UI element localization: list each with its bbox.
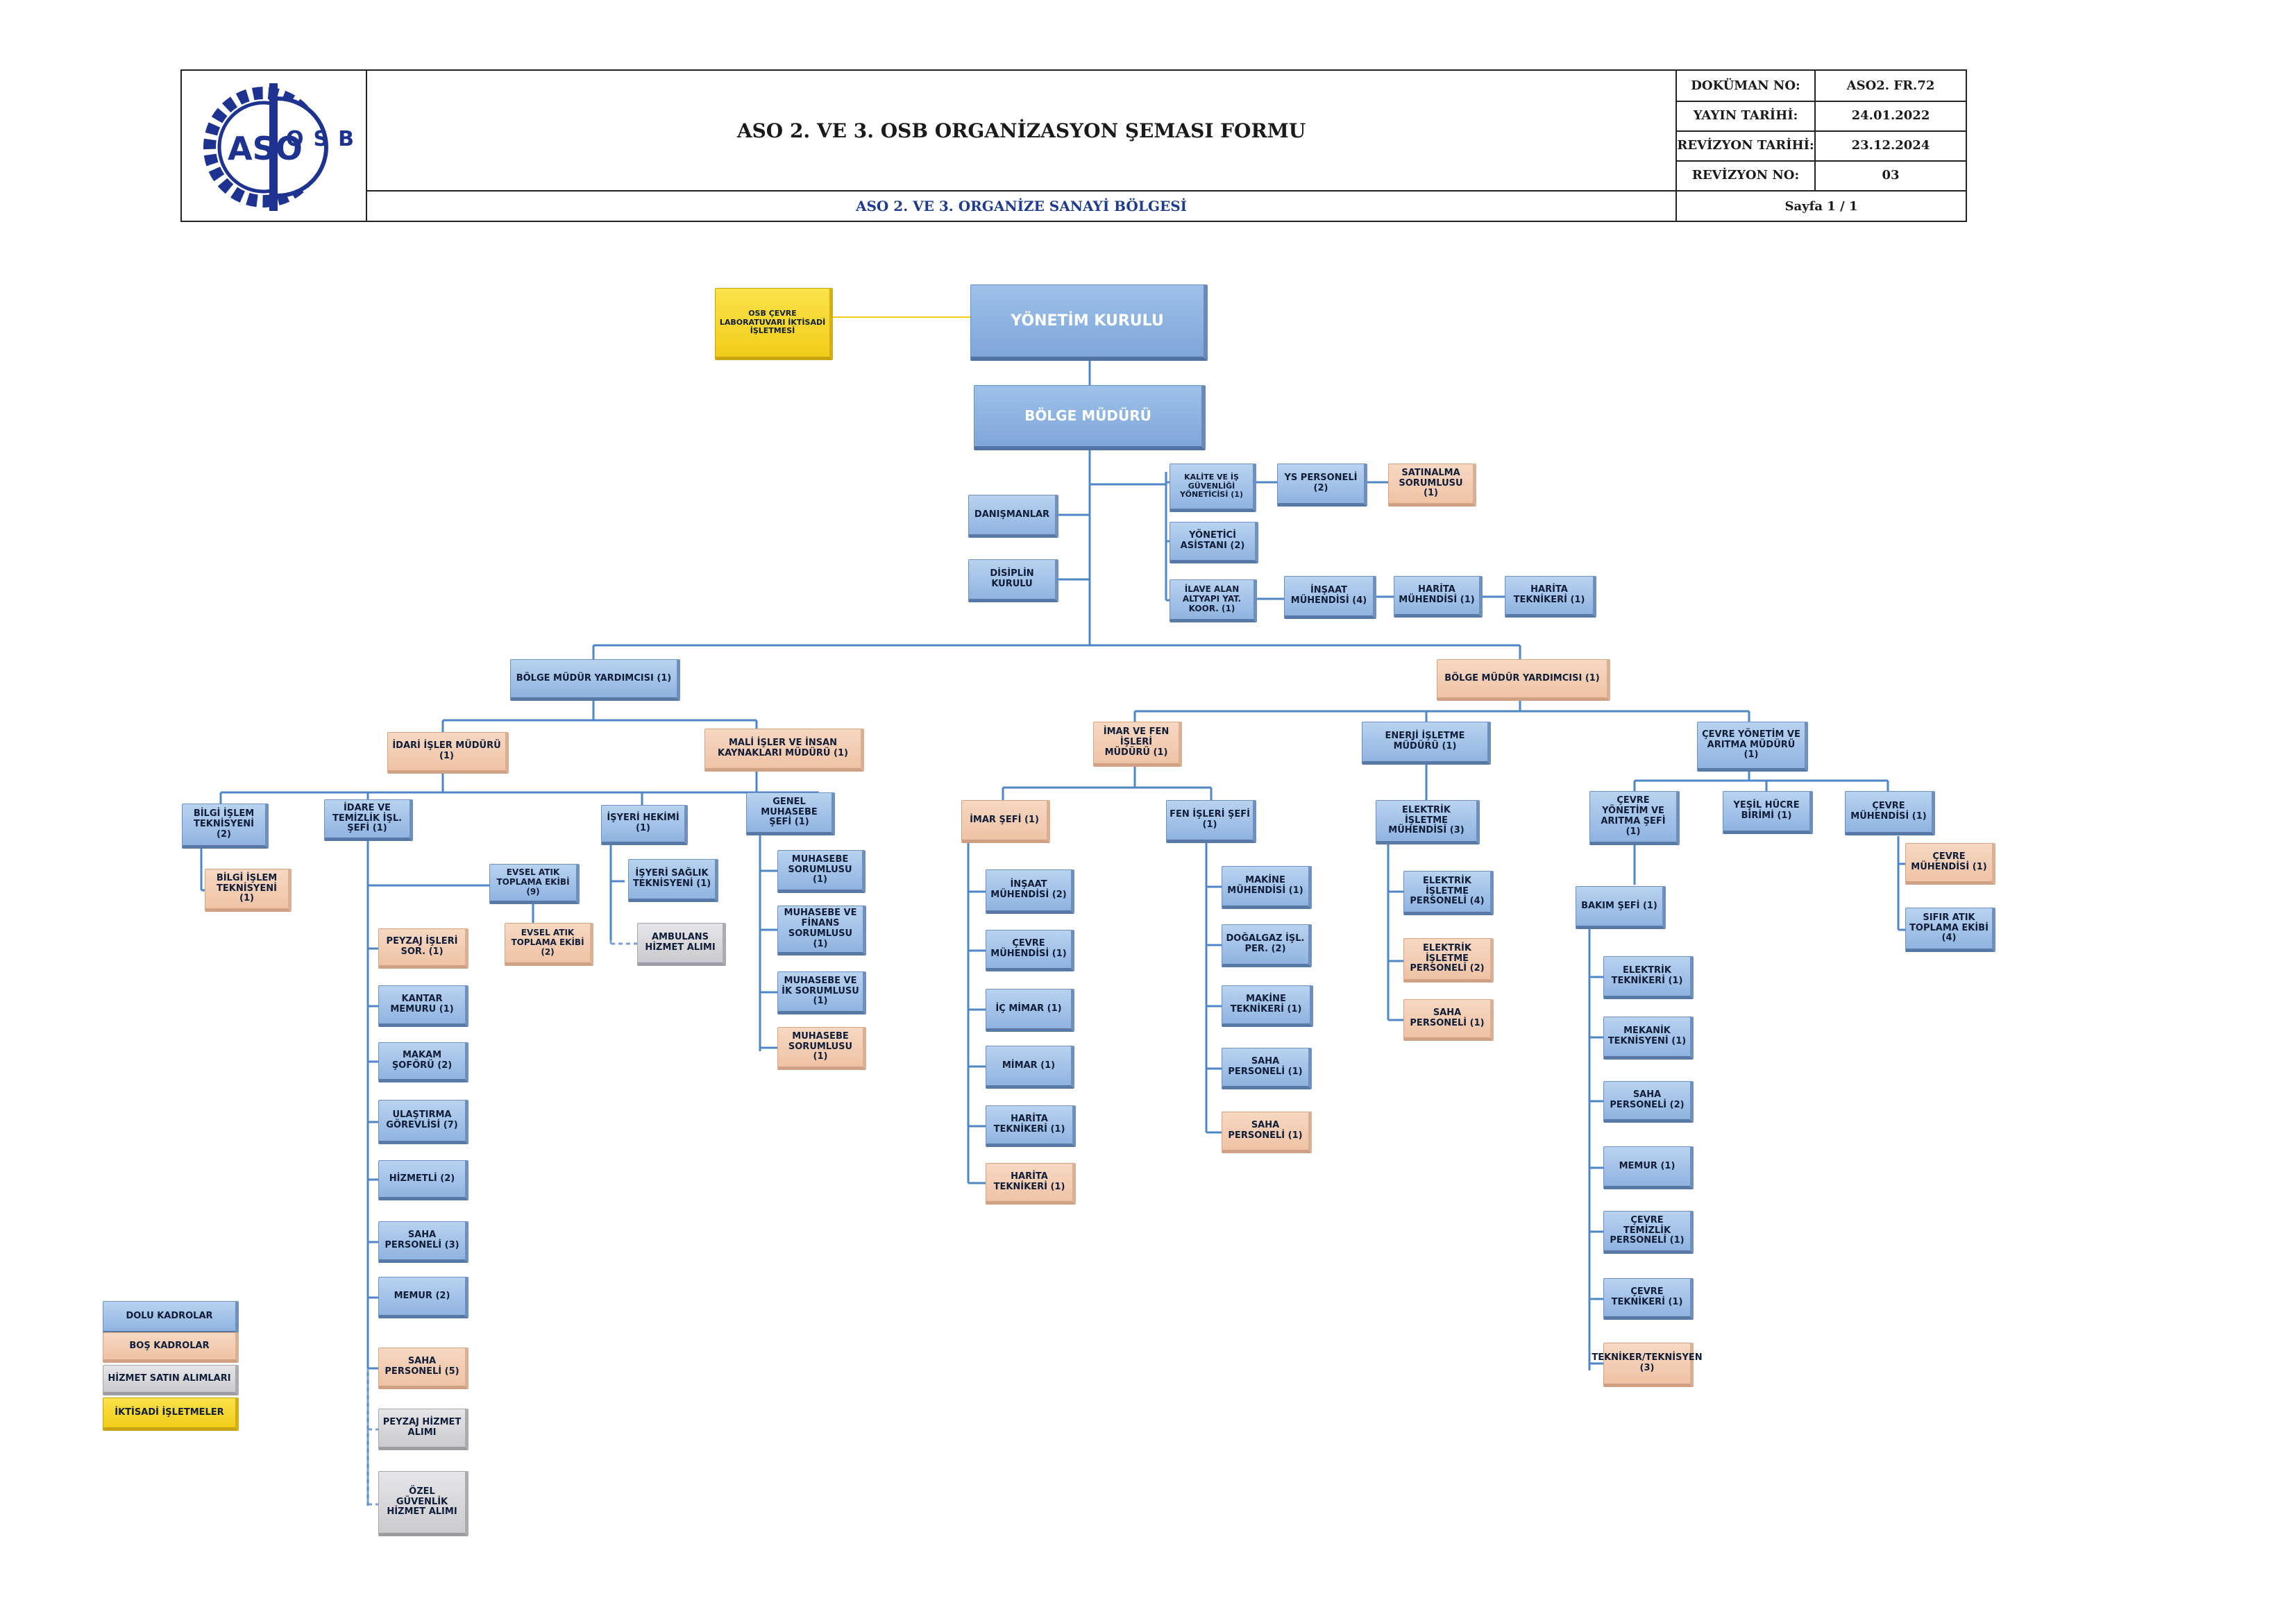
node-saha-personeli-3: SAHA PERSONELİ (3): [378, 1221, 469, 1263]
legend-dolu-kadrolar: DOLU KADROLAR: [103, 1301, 239, 1334]
node-yesil-hucre-birimi: YEŞİL HÜCRE BİRİMİ (1): [1723, 791, 1813, 834]
node-imar-sefi: İMAR ŞEFİ (1): [961, 800, 1050, 843]
node-cevre-muhendisi-1: ÇEVRE MÜHENDİSİ (1): [1845, 791, 1935, 835]
logo-text-aso: ASO: [228, 130, 303, 167]
node-imar-fen-isleri-muduru: İMAR VE FEN İŞLERİ MÜDÜRÜ (1): [1093, 722, 1182, 767]
node-peyzaj-isleri-sor: PEYZAJ İŞLERİ SOR. (1): [378, 928, 469, 969]
node-cevre-yonetim-arıtma-muduru: ÇEVRE YÖNETİM VE ARITMA MÜDÜRÜ (1): [1697, 722, 1808, 772]
meta-value-doc-no: ASO2. FR.72: [1846, 78, 1935, 93]
node-yonetici-asistani: YÖNETİCİ ASİSTANI (2): [1170, 522, 1258, 563]
node-ys-personeli: YS PERSONELİ (2): [1277, 464, 1367, 507]
node-mimar: MİMAR (1): [986, 1046, 1074, 1089]
node-ambulans-hizmet-alimi: AMBULANS HİZMET ALIMI: [637, 923, 726, 966]
node-saha-personeli-5: SAHA PERSONELİ (5): [378, 1348, 469, 1389]
node-evsel-atik-toplama-bos: EVSEL ATIK TOPLAMA EKİBİ (2): [505, 923, 593, 966]
node-danismanlar: DANIŞMANLAR: [968, 495, 1058, 538]
node-makine-muhendisi: MAKİNE MÜHENDİSİ (1): [1222, 866, 1312, 909]
node-tekniker-teknisyen-bos: TEKNİKER/TEKNİSYEN (3): [1592, 1343, 1703, 1387]
aso-osb-logo: ASO OSB: [182, 71, 366, 221]
node-disiplin-kurulu: DİSİPLİN KURULU: [968, 559, 1058, 602]
node-mali-isler-ik-muduru: MALİ İŞLER VE İNSAN KAYNAKLARI MÜDÜRÜ (1…: [704, 729, 864, 772]
node-cevre-muhendisi-imar: ÇEVRE MÜHENDİSİ (1): [986, 930, 1074, 971]
node-cevre-teknikeri: ÇEVRE TEKNİKERİ (1): [1603, 1278, 1694, 1320]
node-kantar-memuru: KANTAR MEMURU (1): [378, 985, 469, 1027]
node-bakim-sefi: BAKIM ŞEFİ (1): [1576, 886, 1666, 929]
node-insaat-muhendisi-4: İNŞAAT MÜHENDİSİ (4): [1284, 576, 1376, 619]
node-memur-2: MEMUR (2): [378, 1277, 469, 1318]
node-harita-teknikeri-imar: HARİTA TEKNİKERİ (1): [986, 1105, 1076, 1147]
node-saha-personeli-fen: SAHA PERSONELİ (1): [1222, 1048, 1312, 1089]
node-makine-teknikeri: MAKİNE TEKNİKERİ (1): [1222, 985, 1313, 1027]
node-harita-muhendisi-top: HARİTA MÜHENDİSİ (1): [1394, 576, 1483, 618]
node-yonetim-kurulu: YÖNETİM KURULU: [970, 284, 1208, 361]
node-elektrik-isletme-muhendisi: ELEKTRİK İŞLETME MÜHENDİSİ (3): [1376, 800, 1480, 844]
node-evsel-atik-toplama: EVSEL ATIK TOPLAMA EKİBİ (9): [489, 864, 580, 904]
meta-label-doc-no: DOKÜMAN NO:: [1691, 78, 1800, 93]
node-ilave-alan: İLAVE ALAN ALTYAPI YAT. KOOR. (1): [1170, 579, 1257, 622]
node-insaat-muhendisi-2: İNŞAAT MÜHENDİSİ (2): [986, 869, 1074, 914]
node-muhasebe-finans-sorumlusu: MUHASEBE VE FİNANS SORUMLUSU (1): [777, 906, 866, 955]
node-sifir-atik-toplama: SIFIR ATIK TOPLAMA EKİBİ (4): [1905, 908, 1995, 952]
node-idari-isler-muduru: İDARİ İŞLER MÜDÜRÜ (1): [387, 732, 509, 774]
node-bilgi-islem-teknisyeni-bos: BİLGİ İŞLEM TEKNİSYENİ (1): [205, 869, 292, 912]
node-kalite-is-guvenligi: KALİTE VE İŞ GÜVENLİĞİ YÖNETİCİSİ (1): [1170, 464, 1256, 512]
node-fen-isleri-sefi: FEN İŞLERİ ŞEFİ (1): [1166, 800, 1256, 843]
logo-text-osb: OSB: [286, 127, 364, 151]
node-ic-mimar: İÇ MİMAR (1): [986, 989, 1074, 1032]
node-cevre-yonetim-arıtma-sefi: ÇEVRE YÖNETİM VE ARITMA ŞEFİ (1): [1589, 791, 1680, 845]
node-isyeri-hekimi: İŞYERİ HEKİMİ (1): [601, 805, 688, 845]
meta-value-revision-date: 23.12.2024: [1851, 138, 1930, 153]
meta-label-publish-date: YAYIN TARİHİ:: [1693, 108, 1798, 123]
node-ozel-guvenlik-hizmet-alimi: ÖZEL GÜVENLİK HİZMET ALIMI: [378, 1471, 469, 1536]
node-enerji-isletme-muduru: ENERJİ İŞLETME MÜDÜRÜ (1): [1362, 722, 1491, 765]
node-saha-personeli-fen-bos: SAHA PERSONELİ (1): [1222, 1112, 1312, 1153]
dashed-connectors: [366, 940, 637, 1506]
node-idare-temizlik-sefi: İDARE VE TEMİZLİK İŞL. ŞEFİ (1): [324, 799, 413, 841]
meta-label-revision-no: REVİZYON NO:: [1691, 168, 1800, 182]
node-bolge-muduru: BÖLGE MÜDÜRÜ: [974, 385, 1206, 450]
node-dogalgaz-isletme: DOĞALGAZ İŞL. PER. (2): [1222, 924, 1312, 967]
node-saha-personeli-enerji: SAHA PERSONELİ (1): [1403, 999, 1494, 1041]
node-elektrik-isletme-personeli-bos: ELEKTRİK İŞLETME PERSONELİ (2): [1403, 938, 1494, 983]
node-muhasebe-sorumlusu-bos: MUHASEBE SORUMLUSU (1): [777, 1027, 866, 1070]
node-elektrik-isletme-personeli-4: ELEKTRİK İŞLETME PERSONELİ (4): [1403, 871, 1494, 915]
meta-label-revision-date: REVİZYON TARİHİ:: [1677, 138, 1814, 153]
node-mekanik-teknisyeni: MEKANİK TEKNİSYENİ (1): [1603, 1017, 1694, 1060]
form-header: ASO OSB ASO 2. VE 3. OSB ORGANİZASYON ŞE…: [180, 69, 1967, 222]
form-subtitle: ASO 2. VE 3. ORGANİZE SANAYİ BÖLGESİ: [855, 198, 1188, 214]
meta-value-publish-date: 24.01.2022: [1851, 108, 1930, 123]
node-makam-soforu: MAKAM ŞOFÖRÜ (2): [378, 1042, 469, 1082]
node-isyeri-saglik-teknisyeni: İŞYERİ SAĞLIK TEKNİSYENİ (1): [628, 859, 718, 902]
node-muhasebe-ik-sorumlusu: MUHASEBE VE İK SORUMLUSU (1): [777, 971, 866, 1014]
page-number: Sayfa 1 / 1: [1784, 198, 1858, 214]
legend-iktisadi-isletmeler: İKTİSADİ İŞLETMELER: [103, 1397, 239, 1431]
node-harita-teknikeri-top: HARİTA TEKNİKERİ (1): [1505, 576, 1596, 618]
meta-value-revision-no: 03: [1882, 168, 1900, 182]
node-genel-muhasebe-sefi: GENEL MUHASEBE ŞEFİ (1): [746, 792, 835, 835]
node-saha-personeli-2: SAHA PERSONELİ (2): [1603, 1081, 1694, 1123]
node-elektrik-teknikeri: ELEKTRİK TEKNİKERİ (1): [1603, 956, 1694, 999]
node-satinalma-sorumlusu: SATINALMA SORUMLUSU (1): [1388, 464, 1476, 507]
node-harita-teknikeri-imar-bos: HARİTA TEKNİKERİ (1): [986, 1163, 1076, 1205]
node-memur-1: MEMUR (1): [1603, 1146, 1694, 1189]
node-ulastirma-gorevlisi: ULAŞTIRMA GÖREVLİSİ (7): [378, 1100, 469, 1144]
node-bolge-mudur-yardimcisi-right: BÖLGE MÜDÜR YARDIMCISI (1): [1437, 659, 1610, 701]
node-cevre-muhendisi-bos: ÇEVRE MÜHENDİSİ (1): [1905, 843, 1995, 885]
node-cevre-temizlik-personeli: ÇEVRE TEMİZLİK PERSONELİ (1): [1603, 1211, 1694, 1254]
node-muhasebe-sorumlusu-1: MUHASEBE SORUMLUSU (1): [777, 850, 866, 893]
node-bolge-mudur-yardimcisi-left: BÖLGE MÜDÜR YARDIMCISI (1): [510, 659, 680, 701]
node-peyzaj-hizmet-alimi: PEYZAJ HİZMET ALIMI: [378, 1409, 469, 1450]
node-cevre-laboratuvari: OSB ÇEVRE LABORATUVARI İKTİSADİ İŞLETMES…: [715, 288, 833, 360]
node-hizmetli: HİZMETLİ (2): [378, 1160, 469, 1200]
legend-bos-kadrolar: BOŞ KADROLAR: [103, 1332, 239, 1363]
node-bilgi-islem-teknisyeni: BİLGİ İŞLEM TEKNİSYENİ (2): [182, 804, 269, 849]
logo-graphic: ASO OSB: [203, 83, 364, 211]
form-title: ASO 2. VE 3. OSB ORGANİZASYON ŞEMASI FOR…: [736, 119, 1306, 142]
legend-hizmet-satin-alimlari: HİZMET SATIN ALIMLARI: [103, 1365, 239, 1395]
